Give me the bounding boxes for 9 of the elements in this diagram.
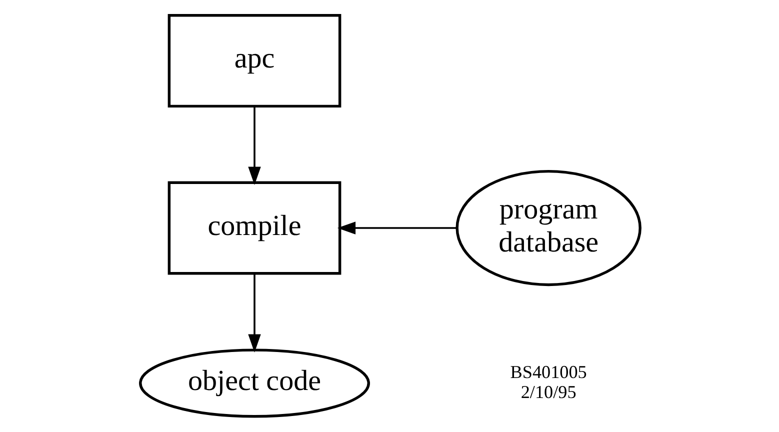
- node-ellipse: program database: [455, 170, 641, 286]
- arrow: [336, 222, 457, 234]
- arrow: [248, 106, 260, 185]
- arrow: [248, 274, 260, 352]
- node-box: apc: [167, 14, 341, 108]
- label: BS401005: [510, 362, 586, 382]
- label: 2/10/95: [520, 382, 576, 402]
- node-box: compile: [167, 181, 341, 275]
- node-ellipse: object code: [138, 348, 370, 418]
